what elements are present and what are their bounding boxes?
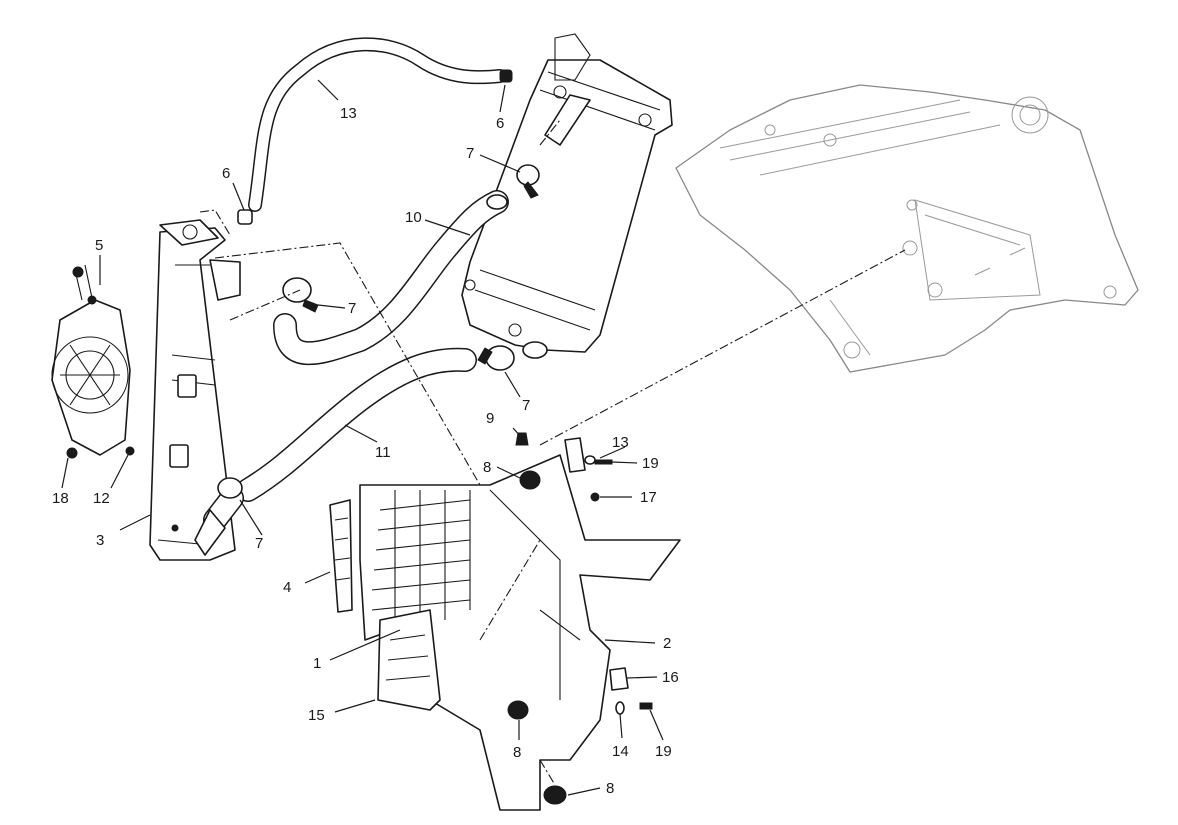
- callout-4: 4: [283, 579, 291, 596]
- callout-17: 17: [640, 489, 657, 506]
- callout-19-upper: 19: [642, 455, 659, 472]
- callout-7-upper: 7: [466, 145, 474, 162]
- assembly-lines: [199, 119, 906, 786]
- callout-6-upper: 6: [496, 115, 504, 132]
- callout-7-lower: 7: [255, 535, 263, 552]
- callout-14: 13: [340, 105, 357, 122]
- callout-8-lower: 8: [513, 744, 521, 761]
- callout-13-upper: 13: [612, 434, 629, 451]
- callout-2: 2: [663, 635, 671, 652]
- callout-18: 18: [52, 490, 69, 507]
- left-radiator: [149, 219, 241, 561]
- callout-5: 5: [95, 237, 103, 254]
- hardware: [66, 432, 653, 805]
- callout-10: 10: [405, 209, 422, 226]
- callout-3: 3: [96, 532, 104, 549]
- clamps: [217, 69, 540, 499]
- callout-15: 16: [662, 669, 679, 686]
- hose-11: [194, 347, 477, 556]
- callout-7-mid: 7: [348, 300, 356, 317]
- callout-16: 15: [308, 707, 325, 724]
- cooling-fan: [51, 264, 131, 456]
- hose-14: [248, 37, 507, 212]
- frame: [675, 84, 1139, 373]
- callout-9: 9: [486, 410, 494, 427]
- callout-12: 12: [93, 490, 110, 507]
- air-duct-assembly: [329, 454, 681, 811]
- callout-8-upper: 8: [483, 459, 491, 476]
- callout-6-left: 6: [222, 165, 230, 182]
- callout-labels: 13 6 7 6 10 5 7 7 11 9 13 19 8 17 18 12 …: [52, 105, 679, 797]
- leader-lines: [61, 79, 664, 796]
- callout-13-lower: 14: [612, 743, 629, 760]
- upper-radiator: [461, 33, 673, 359]
- callout-7-right: 7: [522, 397, 530, 414]
- callout-8-bottom: 8: [606, 780, 614, 797]
- hose-10: [273, 190, 509, 366]
- callout-19-lower: 19: [655, 743, 672, 760]
- callout-1: 1: [313, 655, 321, 672]
- callout-11: 11: [375, 444, 391, 461]
